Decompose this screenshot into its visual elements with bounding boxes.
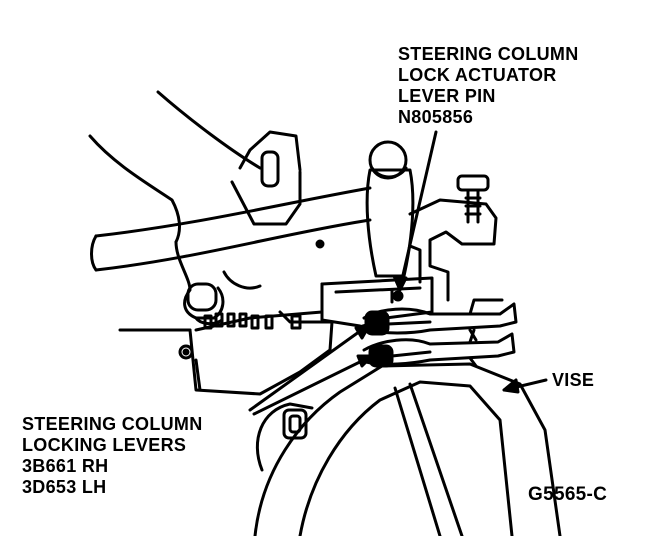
vise-jaw <box>253 362 562 536</box>
actuator-pin-label-line-3: LEVER PIN <box>398 86 496 106</box>
actuator-pin-label-line-2: LOCK ACTUATOR <box>398 65 557 85</box>
locking-levers-label-line-1: STEERING COLUMN <box>22 414 203 434</box>
actuator-pin-part-number: N805856 <box>398 107 474 127</box>
vise-label: VISE <box>552 370 595 390</box>
actuator-pin-label: STEERING COLUMN LOCK ACTUATOR LEVER PIN … <box>398 44 579 128</box>
locking-levers-part-lh: 3D653 LH <box>22 477 107 497</box>
hand-illustration <box>88 90 302 326</box>
lock-cylinder-housing <box>118 310 334 396</box>
actuator-pin-label-line-1: STEERING COLUMN <box>398 44 579 64</box>
locking-levers <box>362 298 518 368</box>
locking-levers-label-line-2: LOCKING LEVERS <box>22 435 187 455</box>
hammer <box>90 140 415 278</box>
locking-levers-label: STEERING COLUMN LOCKING LEVERS 3B661 RH … <box>22 414 203 498</box>
actuator-pin-leader <box>398 130 438 290</box>
locking-levers-leaders <box>248 322 374 416</box>
locking-levers-part-rh: 3B661 RH <box>22 456 109 476</box>
actuator-housing <box>320 198 498 328</box>
bolt <box>456 174 490 224</box>
figure-number: G5565-C <box>528 484 608 505</box>
